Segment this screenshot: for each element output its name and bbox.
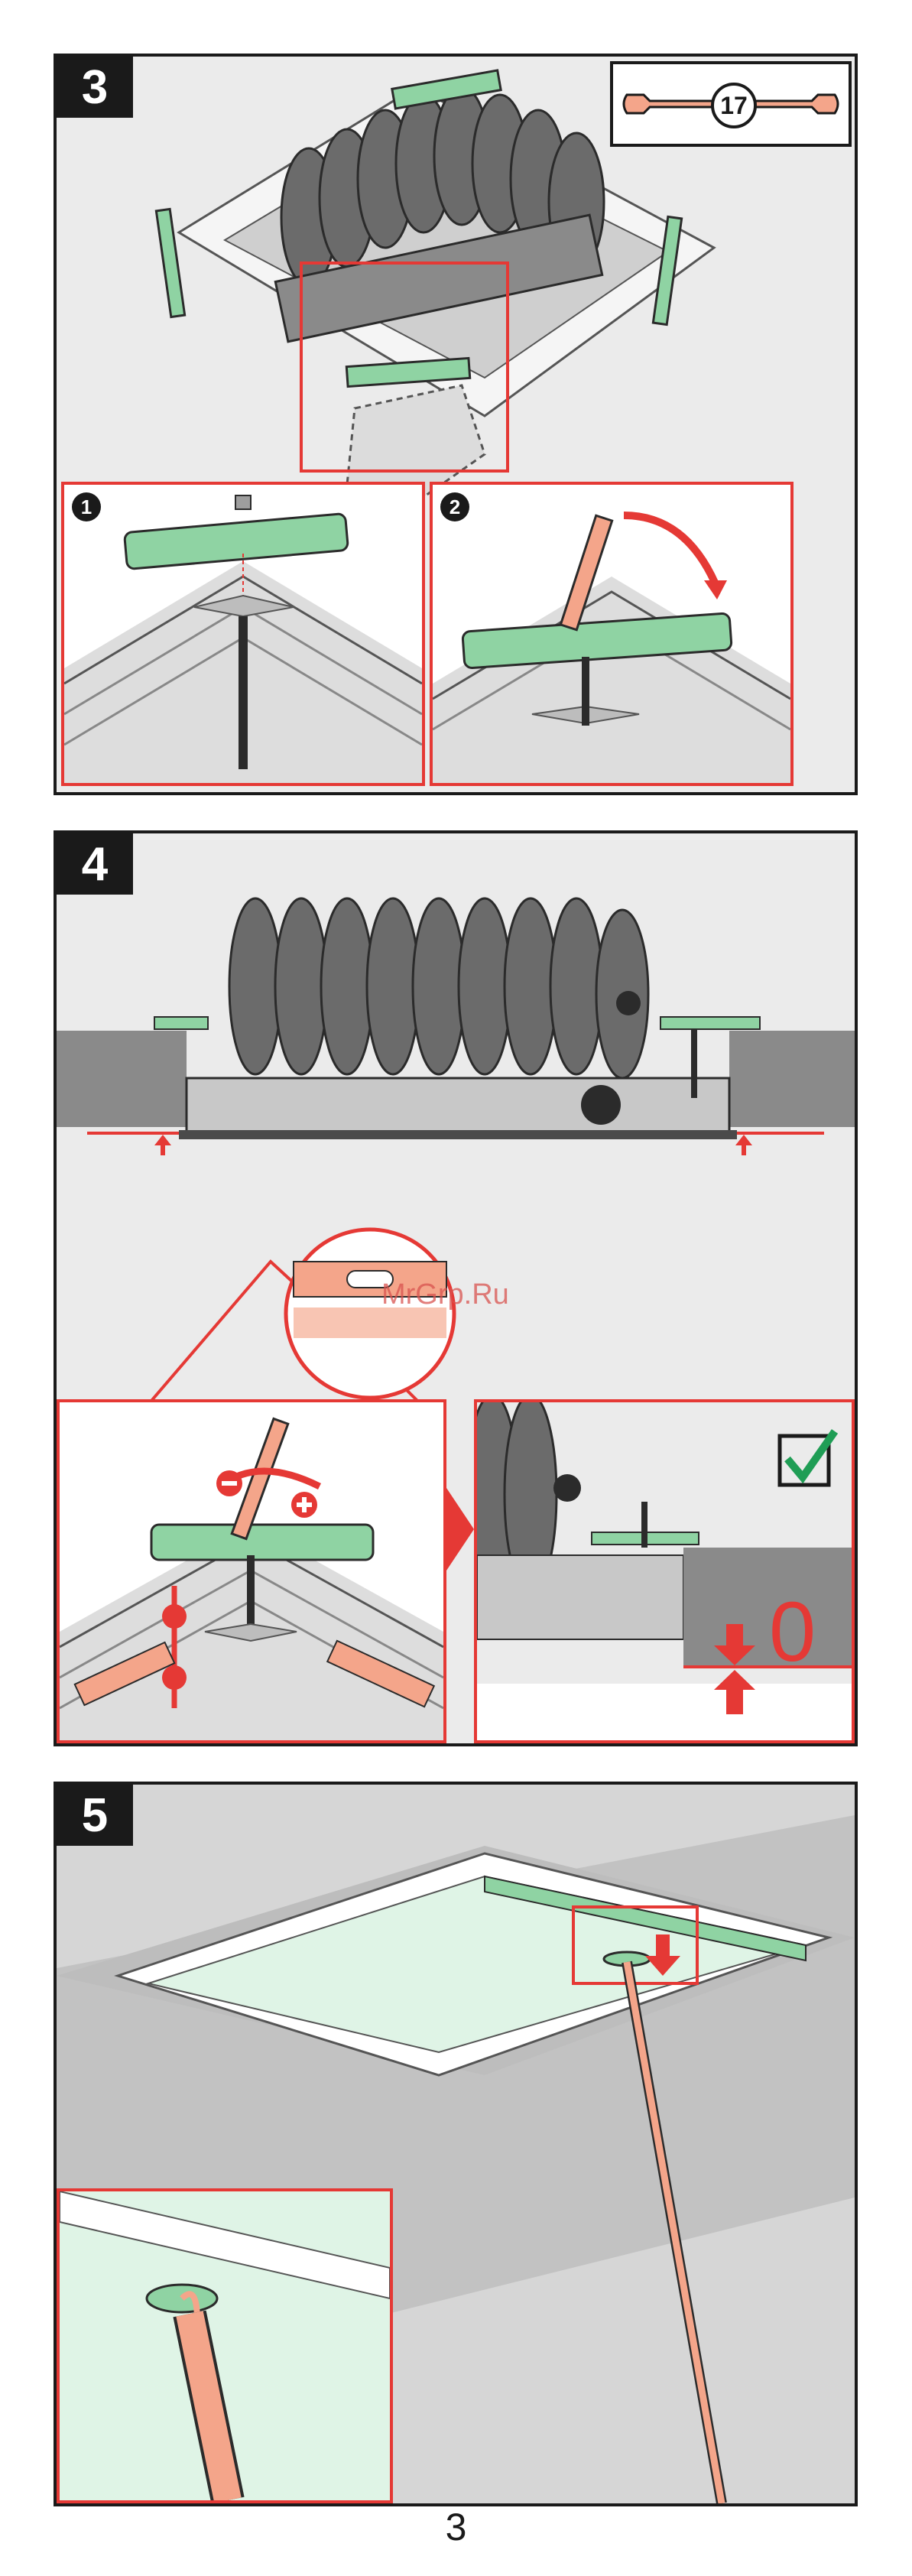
substep-number: 2 bbox=[440, 492, 469, 521]
step-number: 3 bbox=[57, 57, 133, 118]
step-5-panel: 5 bbox=[54, 1782, 858, 2506]
next-arrow-icon bbox=[443, 1483, 474, 1575]
step-number: 5 bbox=[57, 1785, 133, 1846]
checkmark-icon bbox=[777, 1428, 838, 1489]
watermark: MrGrp.Ru bbox=[381, 1278, 509, 1311]
pole-hook-detail-illustration bbox=[60, 2191, 390, 2500]
page-number: 3 bbox=[0, 2505, 912, 2549]
step-3-substep-2: 2 bbox=[430, 482, 794, 786]
step-3-panel: 3 17 1 bbox=[54, 54, 858, 795]
substep-number: 1 bbox=[72, 492, 101, 521]
rotate-arrow-icon bbox=[624, 515, 716, 584]
step-5-detail-subpanel bbox=[57, 2188, 393, 2503]
level-adjust-illustration bbox=[60, 1402, 443, 1740]
step-4-panel: 4 bbox=[54, 830, 858, 1746]
step-number: 4 bbox=[57, 833, 133, 895]
step-4-adjust-subpanel bbox=[57, 1399, 446, 1743]
step-3-substep-1: 1 bbox=[61, 482, 425, 786]
tighten-nut-illustration bbox=[433, 485, 790, 783]
bracket-bolt-illustration bbox=[64, 485, 422, 783]
step-4-result-subpanel: 0 bbox=[474, 1399, 855, 1743]
level-zero-label: 0 bbox=[769, 1590, 816, 1675]
